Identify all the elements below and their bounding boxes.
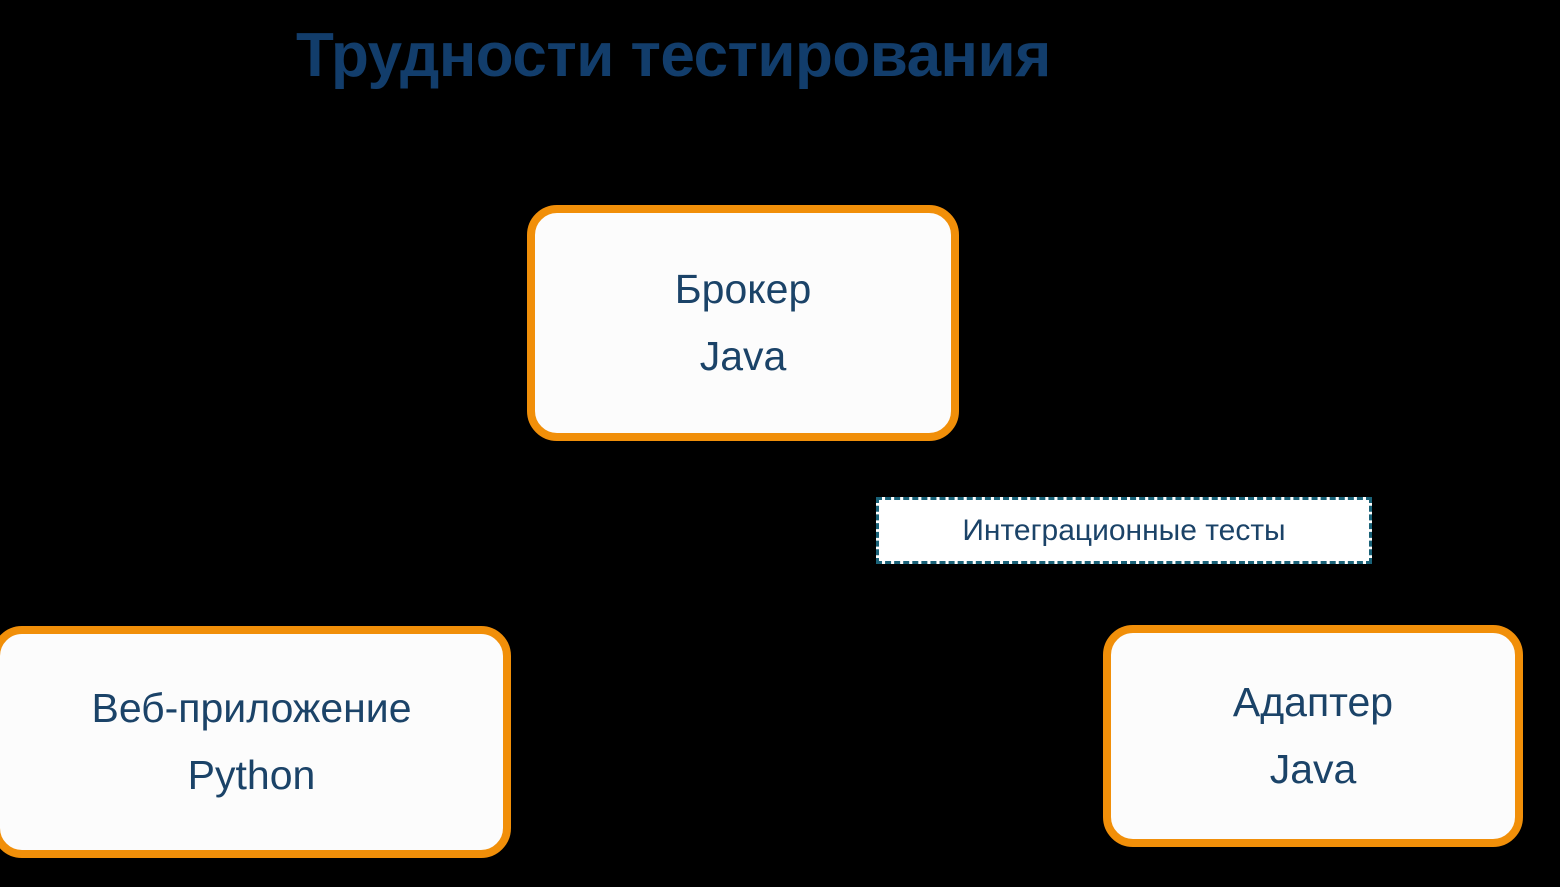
- node-adapter-tech: Java: [1269, 746, 1357, 792]
- node-broker-tech: Java: [699, 333, 787, 379]
- node-adapter-name: Адаптер: [1232, 679, 1394, 725]
- node-adapter[interactable]: Адаптер Java: [1103, 625, 1523, 847]
- node-web-application-tech: Python: [187, 752, 316, 798]
- node-web-application[interactable]: Веб-приложение Python: [0, 626, 511, 858]
- node-broker[interactable]: Брокер Java: [527, 205, 959, 441]
- page-title: Трудности тестирования: [296, 21, 1051, 90]
- node-broker-name: Брокер: [674, 266, 812, 312]
- node-web-application-name: Веб-приложение: [91, 685, 412, 731]
- label-integration-tests: Интеграционные тесты: [876, 497, 1372, 564]
